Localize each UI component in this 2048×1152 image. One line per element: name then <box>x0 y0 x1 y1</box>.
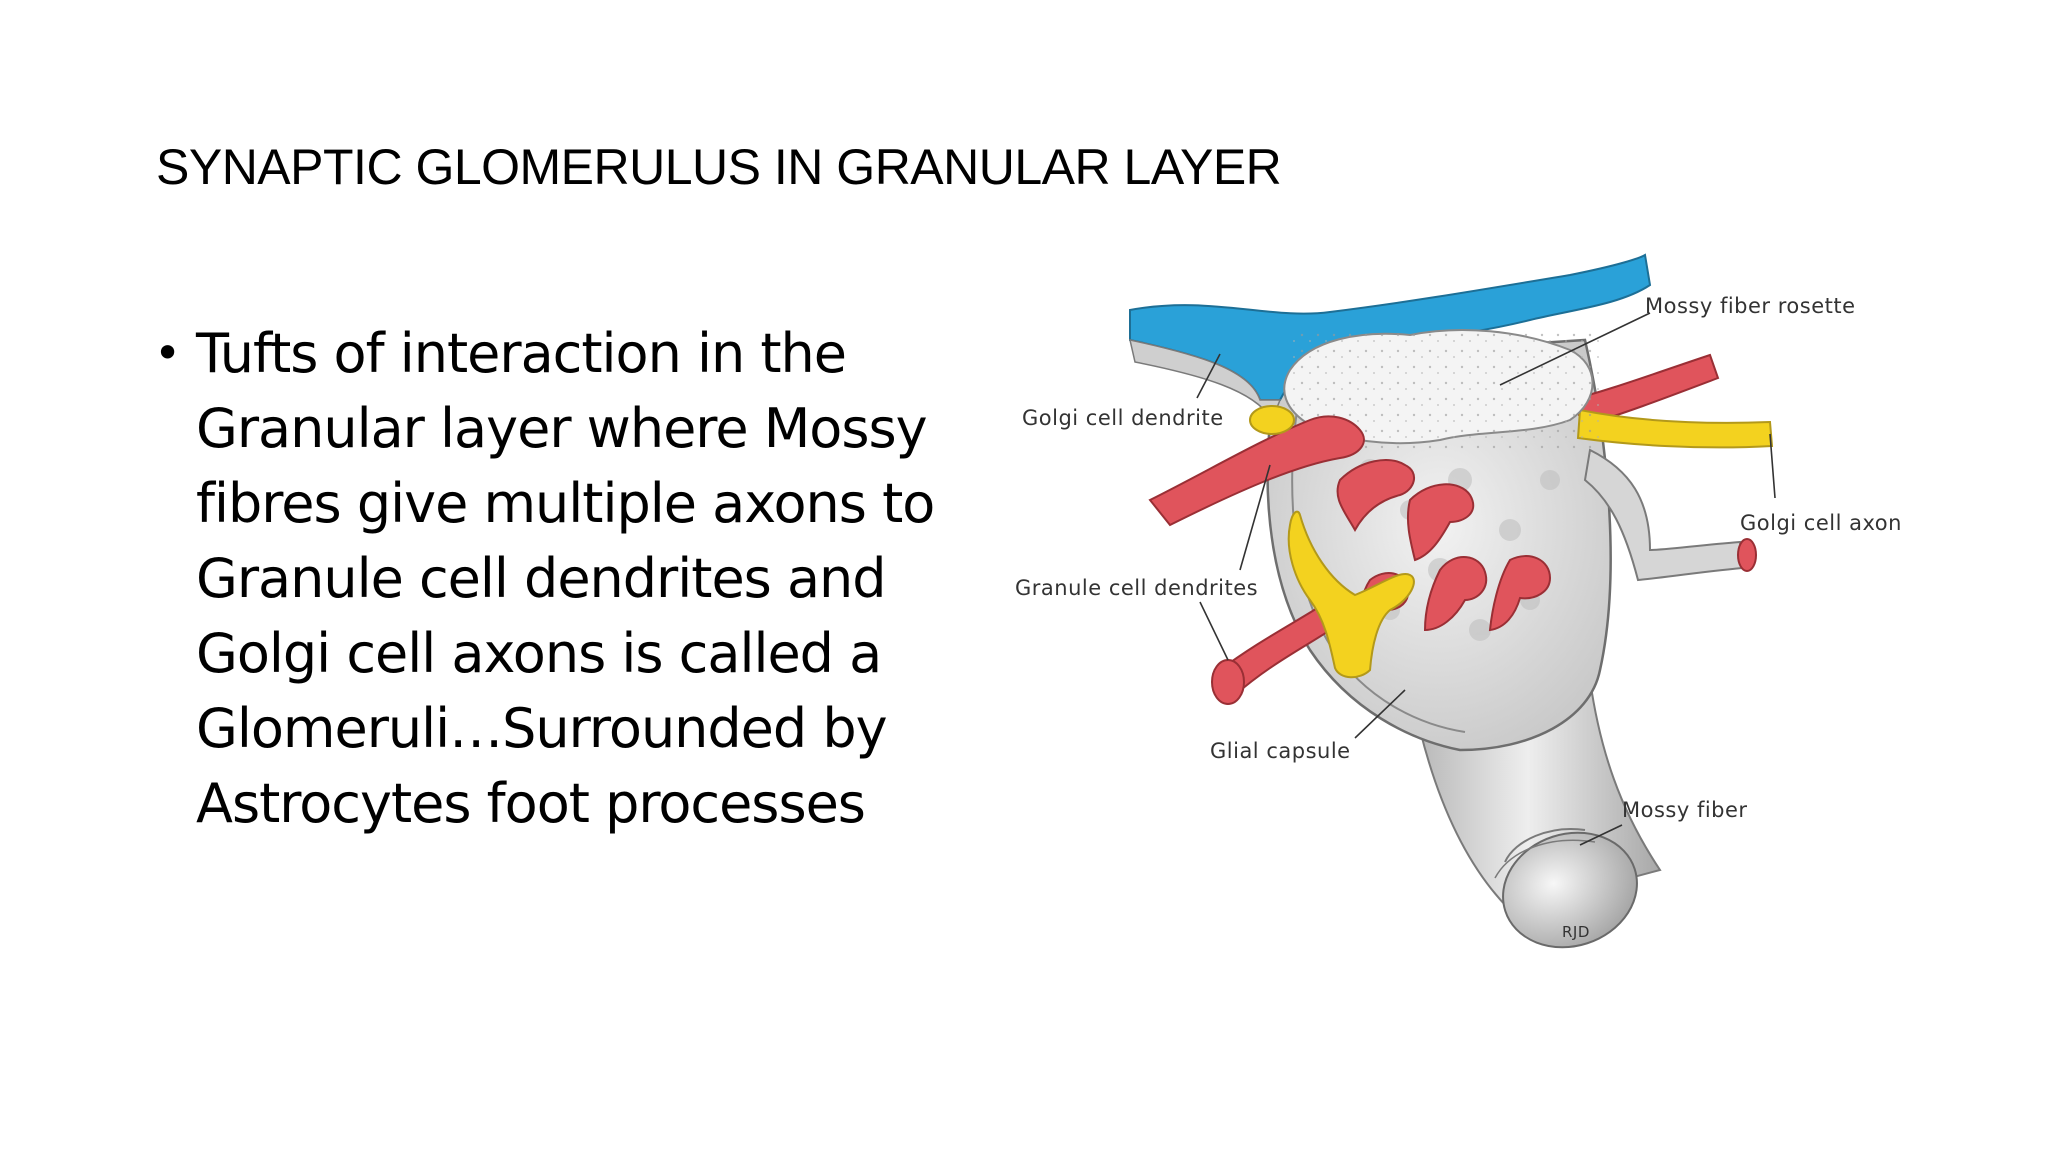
leader-glial-capsule <box>1354 689 1406 739</box>
bullet-line: Granule cell dendrites and <box>196 547 887 610</box>
bullet-line: Astrocytes foot processes <box>196 772 866 835</box>
right-fibers-shape <box>1568 353 1774 582</box>
leader-rosette <box>1499 312 1651 386</box>
bullet-line: fibres give multiple axons to <box>196 472 935 535</box>
label-mossy-fiber: Mossy fiber <box>1622 798 1748 822</box>
label-mossy-fiber-rosette: Mossy fiber rosette <box>1645 294 1856 318</box>
leader-mossy-fiber <box>1579 824 1623 846</box>
glomerulus-diagram: Mossy fiber rosette Golgi cell dendrite … <box>1015 253 1902 949</box>
golgi-axon-yellow-shape <box>1287 510 1415 679</box>
label-golgi-cell-dendrite: Golgi cell dendrite <box>1022 406 1224 430</box>
leader-granule-dendrites-1 <box>1239 464 1271 571</box>
leader-granule-dendrites-2 <box>1199 601 1229 661</box>
label-glial-capsule: Glial capsule <box>1210 739 1351 763</box>
bullet-item: • Tufts of interaction in the Granular l… <box>150 316 1000 841</box>
label-signature: RJD <box>1562 923 1590 941</box>
bullet-list: • Tufts of interaction in the Granular l… <box>150 316 1000 841</box>
bullet-line: Golgi cell axons is called a <box>196 622 882 685</box>
bullet-symbol: • <box>154 326 181 380</box>
leader-golgi-dendrite <box>1196 353 1221 399</box>
bullet-line: Granular layer where Mossy <box>196 397 928 460</box>
leader-golgi-axon <box>1769 433 1776 499</box>
slide-title: SYNAPTIC GLOMERULUS IN GRANULAR LAYER <box>156 139 1282 195</box>
bullet-line: Glomeruli…Surrounded by <box>196 697 888 760</box>
golgi-dendrite-red-shape <box>1148 405 1365 527</box>
label-granule-cell-dendrites: Granule cell dendrites <box>1015 576 1258 600</box>
bullet-line: Tufts of interaction in the <box>196 322 847 385</box>
label-golgi-cell-axon: Golgi cell axon <box>1740 511 1902 535</box>
golgi-dendrite-shape <box>1129 253 1652 422</box>
